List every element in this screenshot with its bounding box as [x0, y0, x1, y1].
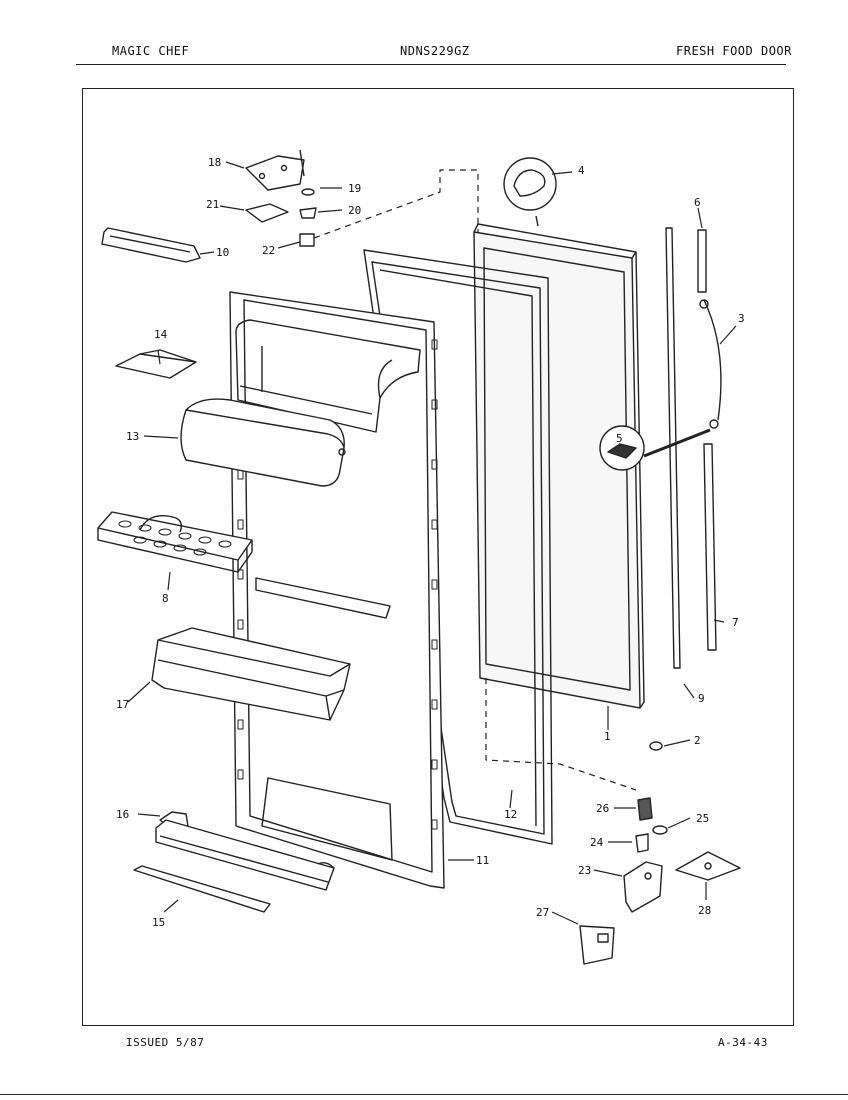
bottom-shelf-part [155, 819, 335, 891]
plug-2-part [649, 741, 663, 751]
top-hinge-part [245, 149, 305, 191]
dairy-door-part [180, 398, 346, 487]
leader-lines [127, 161, 737, 925]
callout-3: 3 [738, 312, 745, 325]
callout-4: 4 [578, 164, 585, 177]
callout-2: 2 [694, 734, 701, 747]
washer-25-part [652, 825, 668, 835]
issued-label: ISSUED 5/87 [126, 1036, 205, 1049]
washer-19-part [301, 188, 315, 196]
callout-1: 1 [604, 730, 611, 743]
door-shelf-part [151, 627, 351, 721]
page-code: A-34-43 [718, 1036, 768, 1049]
callout-22: 22 [262, 244, 275, 257]
header-rule [76, 64, 786, 65]
callout-8: 8 [162, 592, 169, 605]
shim-27-part [579, 925, 615, 965]
nut-20-part [299, 207, 317, 219]
callout-13: 13 [126, 430, 139, 443]
bracket-28-part [675, 851, 741, 881]
callout-5: 5 [616, 432, 623, 445]
callout-11: 11 [476, 854, 489, 867]
callout-12: 12 [504, 808, 517, 821]
cap-22-part [299, 233, 315, 247]
callout-25: 25 [696, 812, 709, 825]
egg-tray-part [97, 511, 253, 573]
rod-9-part [665, 227, 681, 669]
alignment-lines [313, 169, 637, 791]
bottom-rule [0, 1094, 848, 1095]
diagram-frame [82, 88, 794, 1026]
trim-6-part [697, 229, 707, 293]
callout-14: 14 [154, 328, 168, 341]
callout-21: 21 [206, 198, 219, 211]
hinge-plate-part [245, 203, 289, 223]
bottom-hinge-part [623, 861, 663, 913]
handle-circle-part [503, 157, 557, 227]
detail-5-part [599, 425, 711, 471]
callout-28: 28 [698, 904, 711, 917]
callout-27: 27 [536, 906, 549, 919]
section-label: FRESH FOOD DOOR [676, 44, 792, 58]
callout-24: 24 [590, 836, 604, 849]
callout-23: 23 [578, 864, 591, 877]
door-liner-part [229, 291, 445, 889]
callout-15: 15 [152, 916, 165, 929]
rail-10-part [101, 227, 201, 263]
spring-26-part [637, 797, 653, 821]
trim-strip-part [133, 865, 271, 913]
callout-17: 17 [116, 698, 129, 711]
callout-9: 9 [698, 692, 705, 705]
door-panel-part [473, 223, 645, 709]
strip-7-part [703, 443, 717, 651]
callout-18: 18 [208, 156, 221, 169]
bushing-24-part [635, 833, 649, 853]
callout-10: 10 [216, 246, 229, 259]
bracket-14-part [115, 349, 197, 379]
callout-26: 26 [596, 802, 609, 815]
callout-16: 16 [116, 808, 129, 821]
callout-20: 20 [348, 204, 361, 217]
callout-19: 19 [348, 182, 361, 195]
callout-7: 7 [732, 616, 739, 629]
callout-6: 6 [694, 196, 701, 209]
brand-label: MAGIC CHEF [112, 44, 190, 58]
cable-3-part [699, 299, 722, 429]
model-label: NDNS229GZ [400, 44, 470, 58]
